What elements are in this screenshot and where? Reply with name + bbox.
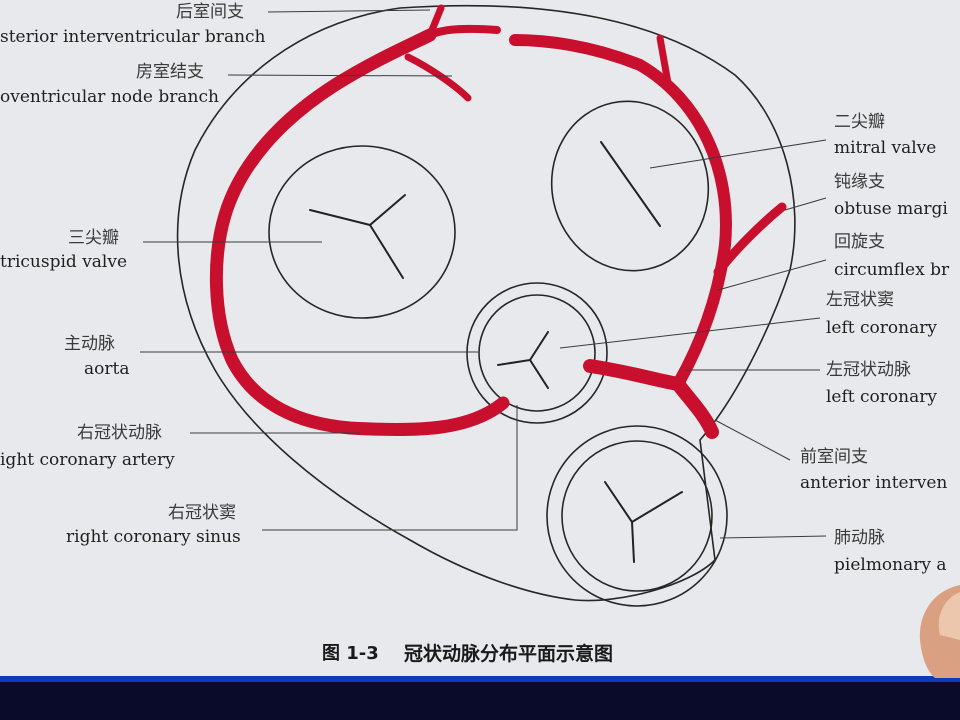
circumflex-zh-label: 回旋支	[834, 232, 885, 252]
left-coronary-zh-label: 左冠状动脉	[826, 360, 911, 380]
left-coronary-main	[583, 359, 685, 391]
circumflex-branch	[509, 34, 732, 390]
post-interventricular-zh-label: 后室间支	[176, 2, 244, 22]
tricuspid-en-label: tricuspid valve	[0, 252, 127, 272]
pulmonary-outer-ring	[546, 425, 728, 607]
bottom-band-highlight	[0, 676, 960, 682]
circumflex-en-label: circumflex br	[834, 260, 950, 280]
right-sinus-zh-label: 右冠状窦	[168, 503, 236, 523]
figure-title: 冠状动脉分布平面示意图	[404, 642, 613, 665]
right-coronary-zh-label: 右冠状动脉	[77, 423, 162, 443]
leader-lines	[140, 9, 827, 539]
tricuspid-leaflet-lines	[309, 194, 406, 279]
aorta-en-label: aorta	[84, 359, 129, 379]
thumbnail-nail	[938, 592, 960, 640]
bottom-band	[0, 678, 960, 720]
aorta-cusp-lines	[497, 331, 549, 389]
ant-interventricular-zh-label: 前室间支	[800, 447, 868, 467]
obtuse-zh-label: 钝缘支	[834, 172, 885, 192]
left-coronary-en-label: left coronary	[826, 387, 937, 407]
tricuspid-zh-label: 三尖瓣	[68, 228, 119, 248]
pulmonary-en-label: pielmonary a	[834, 555, 947, 575]
pulmonary-cusp-lines	[604, 481, 683, 563]
av-node-zh-label: 房室结支	[136, 62, 204, 82]
figure-number: 图 1-3	[322, 643, 379, 664]
obtuse-en-label: obtuse margi	[834, 199, 948, 219]
pulmonary-inner-ring	[561, 440, 713, 592]
left-sinus-zh-label: 左冠状窦	[826, 290, 894, 310]
heart-outline	[176, 4, 796, 602]
av-node-en-label: oventricular node branch	[0, 87, 219, 107]
post-interventricular-en-label: sterior interventricular branch	[0, 27, 266, 47]
obtuse-marginal-branch	[713, 202, 787, 277]
mitral-leaflet-line	[600, 141, 661, 227]
right-coronary-artery	[209, 28, 510, 437]
pulmonary-zh-label: 肺动脉	[834, 528, 885, 548]
ant-interventricular-en-label: anterior interven	[800, 473, 947, 493]
mitral-zh-label: 二尖瓣	[834, 112, 885, 132]
left-sinus-en-label: left coronary	[826, 318, 937, 338]
circumflex-upper-branch	[656, 34, 672, 87]
mitral-valve-ring	[550, 100, 710, 272]
av-node-branch	[404, 53, 472, 102]
tricuspid-valve-ring	[268, 145, 456, 319]
aorta-inner-ring	[478, 294, 596, 412]
right-coronary-en-label: ight coronary artery	[0, 450, 175, 470]
right-sinus-en-label: right coronary sinus	[66, 527, 241, 547]
aorta-zh-label: 主动脉	[64, 334, 115, 354]
aorta-outer-ring	[466, 282, 608, 424]
posterior-branch-upper	[426, 4, 445, 39]
mitral-en-label: mitral valve	[834, 138, 936, 158]
